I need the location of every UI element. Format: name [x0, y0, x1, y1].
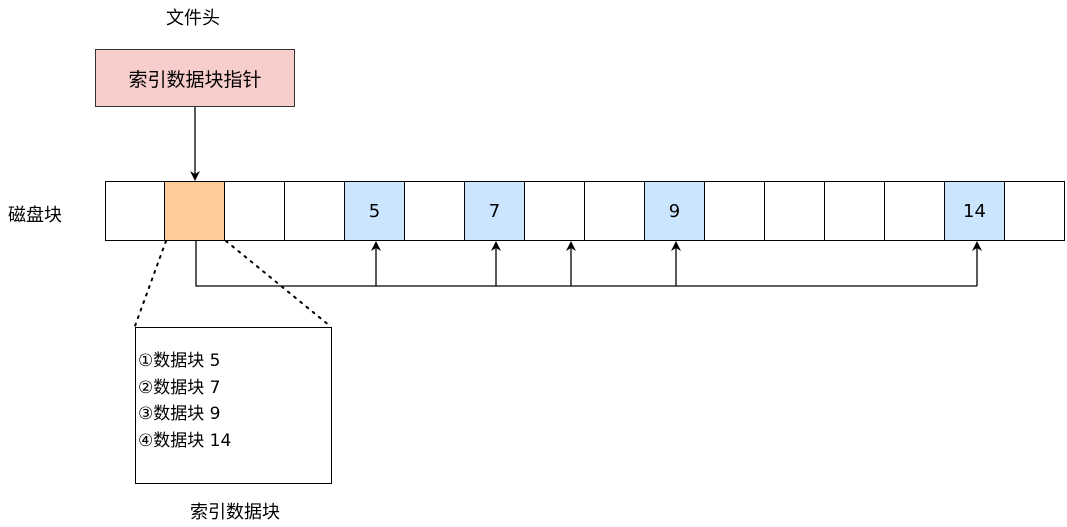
disk-block — [405, 181, 465, 241]
index-connector-line — [195, 241, 977, 287]
index-block-pointer-box: 索引数据块指针 — [95, 49, 295, 107]
disk-block: 9 — [645, 181, 705, 241]
disk-block — [525, 181, 585, 241]
zoom-dotted-left — [134, 240, 167, 327]
disk-block — [885, 181, 945, 241]
disk-block — [585, 181, 645, 241]
disk-block — [225, 181, 285, 241]
disk-block — [105, 181, 165, 241]
disk-block — [285, 181, 345, 241]
disk-block — [1005, 181, 1065, 241]
disk-block — [165, 181, 225, 241]
disk-block: 14 — [945, 181, 1005, 241]
index-entry: ②数据块 7 — [138, 377, 221, 398]
index-entry: ③数据块 9 — [138, 404, 221, 424]
disk-block — [765, 181, 825, 241]
zoom-dotted-right — [225, 240, 331, 327]
file-header-label: 文件头 — [166, 8, 220, 29]
index-block-box: ①数据块 5 ②数据块 7 ③数据块 9 ④数据块 14 — [135, 327, 332, 484]
disk-block: 7 — [465, 181, 525, 241]
index-entry: ④数据块 14 — [138, 430, 232, 451]
disk-blocks-label: 磁盘块 — [8, 205, 62, 226]
disk-block: 5 — [345, 181, 405, 241]
disk-block — [705, 181, 765, 241]
disk-block — [825, 181, 885, 241]
index-block-pointer-label: 索引数据块指针 — [128, 68, 262, 91]
index-entry: ①数据块 5 — [138, 351, 221, 371]
index-block-label: 索引数据块 — [190, 502, 280, 523]
